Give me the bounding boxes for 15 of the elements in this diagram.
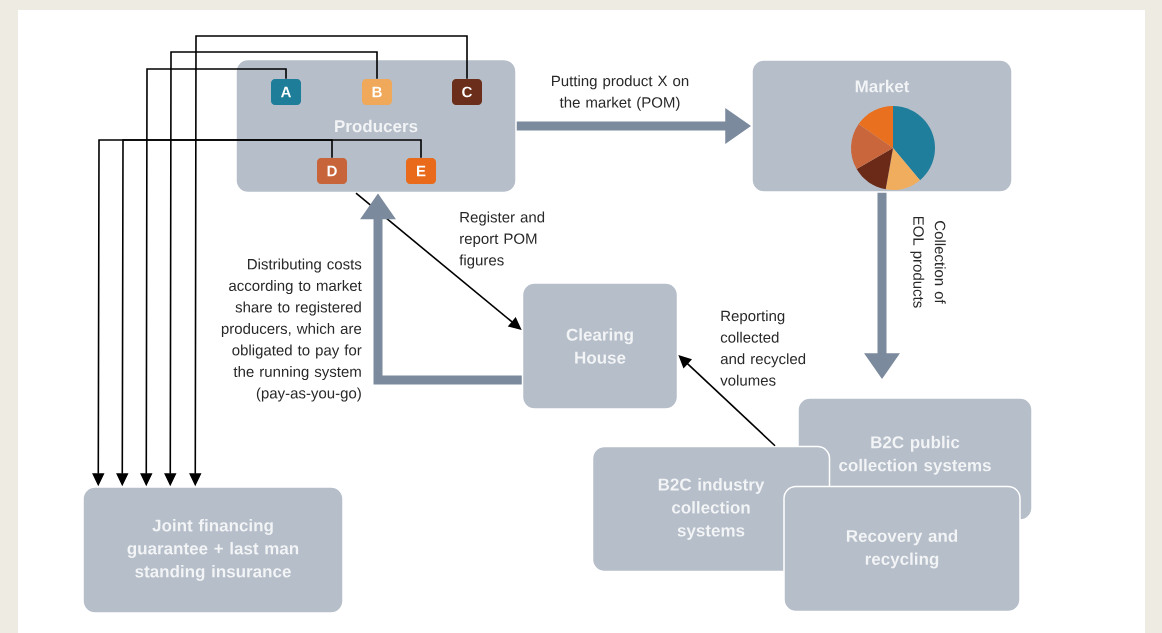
edge-label: Register and report POM figures <box>459 211 545 269</box>
process-box: Joint financing guarantee + last man standing insurance <box>82 486 344 614</box>
letter-tag: A <box>271 79 301 105</box>
edge-label: Collection of EOL products <box>910 216 946 308</box>
arrow <box>355 192 522 330</box>
edge-label: Distributing costs according to market share to registered producers, which are obligated to pay for the running system (pay-as-you-go) <box>221 258 362 402</box>
letter-tag: E <box>406 158 436 184</box>
letter-tag: B <box>362 79 392 105</box>
letter-tag: D <box>317 158 347 184</box>
arrow <box>678 355 776 447</box>
edge-label: Putting product X on the market (POM) <box>552 75 689 111</box>
letter-tag: C <box>452 79 482 105</box>
edge-label: Reporting collected and recycled volumes <box>720 310 806 386</box>
process-box: Clearing House <box>521 282 679 410</box>
process-box: Recovery and recycling <box>783 485 1021 613</box>
